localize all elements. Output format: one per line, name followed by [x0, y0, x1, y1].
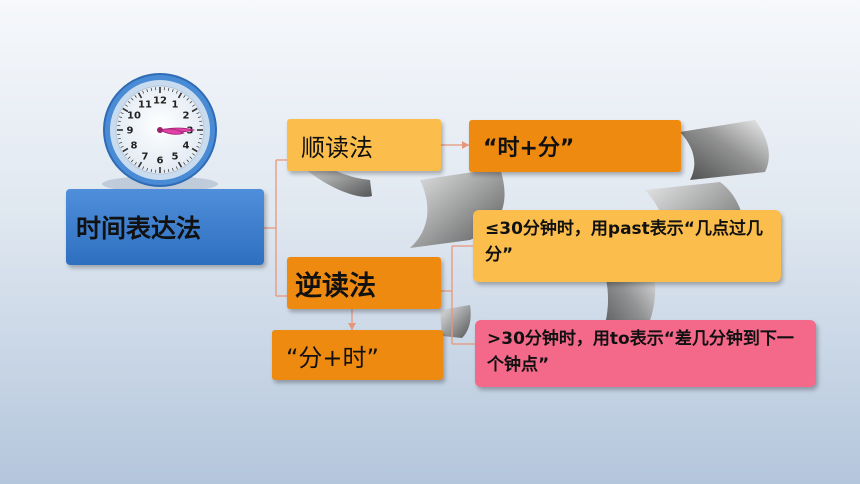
rule-to-box: >30分钟时，用to表示“差几分钟到下一个钟点”	[475, 320, 816, 387]
clock-tick	[127, 156, 131, 160]
clock-number: 8	[131, 141, 138, 152]
clock-tick	[191, 147, 198, 153]
reverse-method-box: 逆读法	[287, 257, 441, 309]
arrow-down-icon	[348, 323, 356, 330]
clock-tick	[142, 90, 145, 94]
forward-result-box: “时+分”	[469, 120, 681, 172]
clock-tick	[117, 120, 121, 123]
clock-tick	[142, 166, 145, 170]
clock-tick	[189, 100, 193, 104]
reverse-method-label: 逆读法	[295, 270, 376, 302]
clock-tick	[172, 88, 174, 93]
clock-tick	[191, 107, 198, 113]
clock-tick	[172, 167, 174, 172]
clock-tick	[130, 97, 134, 101]
clock-number: 11	[138, 100, 152, 111]
forward-method-label: 顺读法	[301, 133, 373, 162]
clock-number: 12	[153, 96, 167, 107]
forward-method-box: 顺读法	[287, 119, 441, 171]
clock-tick	[175, 166, 178, 170]
clock-tick	[189, 156, 193, 160]
clock-tick	[167, 169, 170, 173]
clock-tick	[197, 116, 202, 118]
reverse-result-box: “分+时”	[272, 330, 443, 380]
main-topic-label: 时间表达法	[76, 214, 202, 243]
clock-number: 1	[172, 100, 179, 111]
clock-tick	[137, 92, 143, 99]
clock-tick	[130, 159, 134, 163]
clock-tick	[186, 159, 190, 163]
clock-tick	[125, 153, 128, 156]
clock-tick	[134, 162, 137, 165]
clock-tick	[192, 104, 195, 107]
clock-tick	[196, 112, 200, 115]
clock-tick	[197, 142, 202, 144]
clock-tick	[122, 107, 129, 113]
clock-tick	[177, 161, 183, 168]
clock-number: 5	[172, 151, 179, 162]
clock-tick	[192, 153, 195, 156]
clock-tick	[186, 97, 190, 101]
clock-tick	[120, 112, 124, 115]
clock-tick	[196, 145, 200, 148]
clock-tick	[118, 116, 123, 118]
clock-tick	[150, 169, 153, 173]
clock-tick	[150, 87, 153, 91]
clock-number: 4	[182, 141, 189, 152]
clock-center-pin	[157, 127, 163, 133]
clock-number: 2	[182, 111, 189, 122]
clock-tick	[146, 167, 148, 172]
clock-tick	[118, 142, 123, 144]
clock-tick	[122, 147, 129, 153]
rule-past-box: ≤30分钟时，用past表示“几点过几分”	[473, 210, 781, 282]
clock-tick	[137, 161, 143, 168]
clock-number: 7	[142, 151, 149, 162]
clock-hour-hand	[158, 128, 185, 135]
clock-tick	[146, 88, 148, 93]
clock-number: 9	[127, 126, 134, 137]
clock-number: 10	[127, 111, 141, 122]
clock-tick	[183, 95, 186, 98]
reverse-result-label: “分+时”	[286, 343, 379, 372]
clock-tick	[125, 104, 128, 107]
clock-tick	[117, 137, 121, 140]
clock-tick	[199, 120, 203, 123]
rule-past-text: ≤30分钟时，用past表示“几点过几分”	[485, 219, 763, 266]
arrow-forward-icon	[462, 141, 469, 149]
rule-to-text: >30分钟时，用to表示“差几分钟到下一个钟点”	[487, 329, 794, 376]
main-topic-box: 时间表达法	[66, 189, 264, 265]
clock-number: 6	[157, 156, 164, 167]
clock-tick	[183, 162, 186, 165]
clock-tick	[127, 100, 131, 104]
clock-tick	[175, 90, 178, 94]
clock-tick	[177, 92, 183, 99]
clock-tick	[120, 145, 124, 148]
clock-tick	[167, 87, 170, 91]
forward-result-label: “时+分”	[483, 136, 575, 161]
clock-tick	[199, 137, 203, 140]
clock-tick	[134, 95, 137, 98]
clock-icon: 121234567891011	[102, 73, 218, 192]
